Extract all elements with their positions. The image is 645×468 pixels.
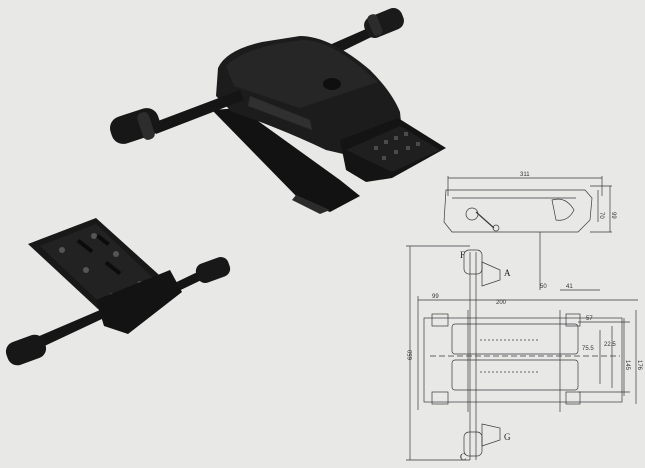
letter-g: G	[504, 432, 511, 442]
dim-41: 41	[566, 284, 573, 290]
dim-top-width: 311	[520, 172, 530, 178]
drawing-plan-view	[406, 245, 638, 461]
letter-c: C	[460, 452, 466, 462]
dim-top-height-a: 70	[598, 212, 604, 219]
bottom-left-mechanism-photo	[5, 218, 231, 366]
dim-75-5: 75.5	[582, 346, 594, 352]
letter-f: F	[460, 250, 465, 260]
dim-top-height-b: 99	[610, 212, 616, 219]
top-mechanism-photo	[110, 8, 446, 214]
dim-145: 145	[624, 360, 630, 371]
dim-50: 50	[540, 284, 547, 290]
drawing-top-view	[443, 176, 612, 290]
dim-57: 57	[586, 316, 593, 322]
dim-650: 650	[408, 349, 414, 360]
dim-22-5: 22.5	[604, 342, 616, 348]
letter-a: A	[504, 268, 511, 278]
dim-200: 200	[496, 300, 507, 306]
drawing-labels: 311 70 99 99 200 50 41 650 57 75.5 22.5 …	[408, 172, 642, 462]
dim-176: 176	[636, 360, 642, 371]
dim-99: 99	[432, 294, 439, 300]
technical-drawing	[406, 176, 638, 461]
top-left-handle	[110, 90, 244, 144]
